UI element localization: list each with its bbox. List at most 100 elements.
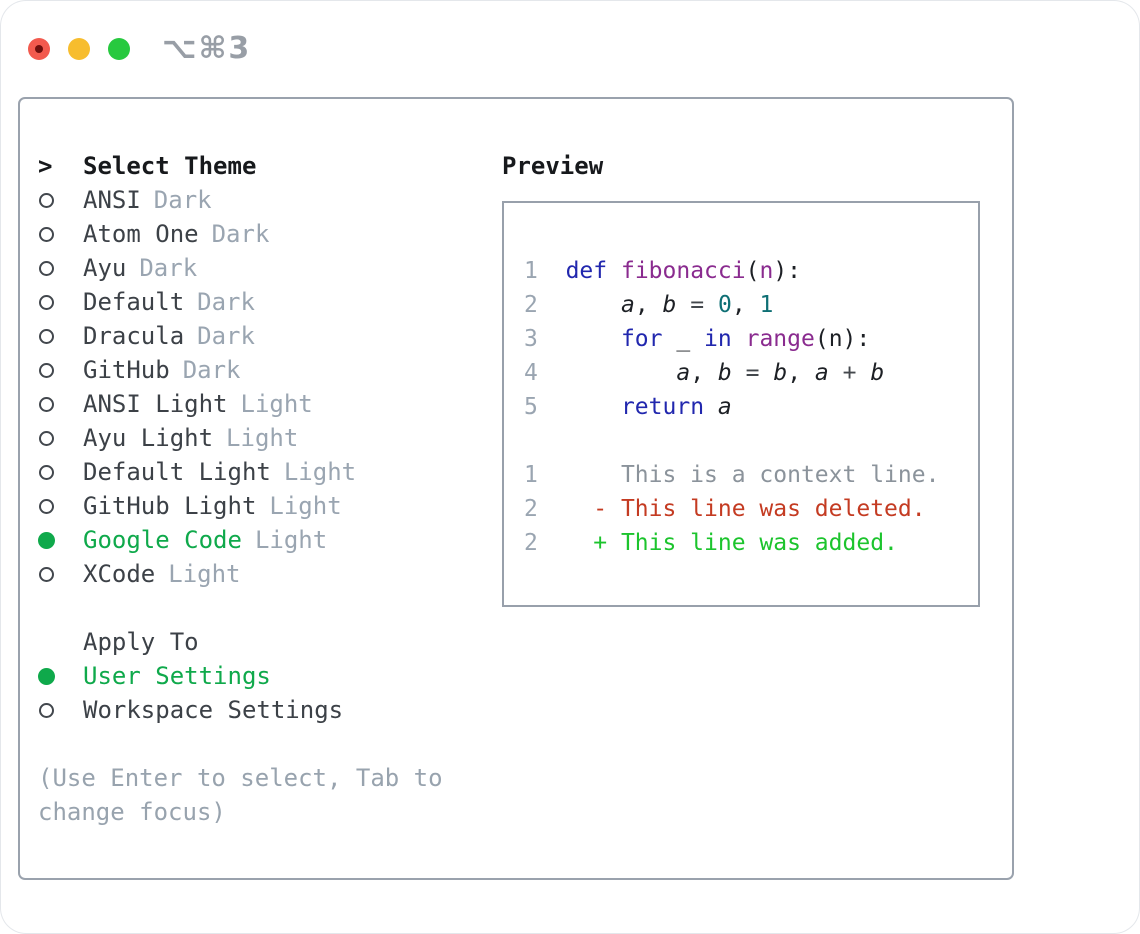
apply-to-header: Apply To [83,628,199,656]
radio-unselected-icon [39,566,54,582]
radio-unselected-icon [39,226,54,242]
radio-unselected-icon [39,498,54,514]
traffic-lights [28,37,130,60]
apply-option-user-settings[interactable]: User Settings [38,659,488,693]
radio-selected-icon [38,667,55,685]
code-token-var: b [717,360,732,386]
code-line-8: 2 - This line was deleted. [524,492,978,526]
code-token-kw: return [620,394,705,420]
option-label: Atom One [83,220,199,248]
line-number: 2 [524,292,538,318]
focus-caret: > [38,152,53,180]
option-variant-tag: Dark [139,254,198,282]
code-token-pl: , [787,360,815,386]
theme-option-atom-one[interactable]: Atom One Dark [38,217,488,251]
line-number: 5 [524,394,538,420]
code-token-add: + This line was added. [565,530,898,556]
option-label: User Settings [83,662,271,690]
option-label: Ayu Light [83,424,214,452]
code-token-var: b [870,360,885,386]
keyboard-hint-line-2: change focus) [38,798,226,826]
code-token-pl [566,326,621,352]
code-token-pl [676,292,690,318]
option-variant-tag: Light [254,526,328,554]
preview-panel: Preview 1 def fibonacci(n):2 a, b = 0, 1… [502,149,986,607]
select-theme-header: Select Theme [83,152,257,180]
preview-header: Preview [502,152,604,180]
option-variant-tag: Light [168,560,241,588]
code-token-pl [759,360,773,386]
option-variant-tag: Dark [211,220,270,248]
code-token-op: = [690,292,705,318]
code-token-pl [829,360,843,386]
minimize-button[interactable] [68,37,90,60]
apply-option-workspace-settings[interactable]: Workspace Settings [38,693,488,727]
code-line-7: 1 This is a context line. [524,458,978,492]
code-token-num: 1 [759,292,774,318]
option-variant-tag: Light [269,492,342,520]
option-variant-tag: Light [226,424,299,452]
zoom-button[interactable] [108,37,130,60]
option-label: GitHub Light [83,492,257,520]
window-title: ⌥⌘3 [162,31,252,66]
option-label: Default Light [83,458,271,486]
option-label: XCode [83,560,156,588]
code-line-5: 5 return a [524,390,978,424]
theme-option-default-light[interactable]: Default Light Light [38,455,488,489]
code-token-pl: (n): [814,326,871,352]
code-token-pl: , [731,292,760,318]
code-token-kw: in [704,326,732,352]
code-line-9: 2 + This line was added. [524,526,978,560]
option-label: GitHub [83,356,170,384]
radio-unselected-icon [39,192,54,208]
theme-option-ayu-light[interactable]: Ayu Light Light [38,421,488,455]
theme-option-github-light[interactable]: GitHub Light Light [38,489,488,523]
radio-unselected-icon [39,430,54,446]
code-token-del: - This line was deleted. [565,496,926,522]
code-token-ctx: This is a context line. [565,462,940,488]
code-token-var: b [662,292,677,318]
code-token-var: a [814,360,829,386]
code-token-pl [732,360,746,386]
code-token-var: a [620,292,635,318]
option-variant-tag: Light [283,458,357,486]
option-label: Workspace Settings [83,696,344,724]
theme-option-xcode[interactable]: XCode Light [38,557,488,591]
spacer [38,591,488,625]
spacer [38,727,488,761]
close-button[interactable] [28,37,50,60]
radio-selected-icon [38,531,55,549]
code-token-fn: n [759,258,774,284]
radio-unselected-icon [39,396,54,412]
apply-to-header-row: Apply To [38,625,488,659]
code-token-pl [566,360,677,386]
code-token-var: a [676,360,691,386]
option-variant-tag: Dark [197,322,255,350]
code-token-pl [704,292,718,318]
code-token-op: + [842,360,857,386]
code-line-1: 1 def fibonacci(n): [524,254,978,288]
code-token-pl: ( [745,258,760,284]
code-token-kw: for [620,326,663,352]
code-token-pl [856,360,870,386]
code-token-pl: ): [773,258,802,284]
keyboard-hint-line-1: (Use Enter to select, Tab to [38,764,443,792]
code-token-pl: , [634,292,663,318]
option-variant-tag: Dark [197,288,255,316]
theme-option-google-code[interactable]: Google Code Light [38,523,488,557]
option-label: ANSI [83,186,141,214]
option-label: Google Code [83,526,242,554]
radio-unselected-icon [39,702,54,718]
radio-unselected-icon [39,362,54,378]
code-token-pl [566,292,621,318]
